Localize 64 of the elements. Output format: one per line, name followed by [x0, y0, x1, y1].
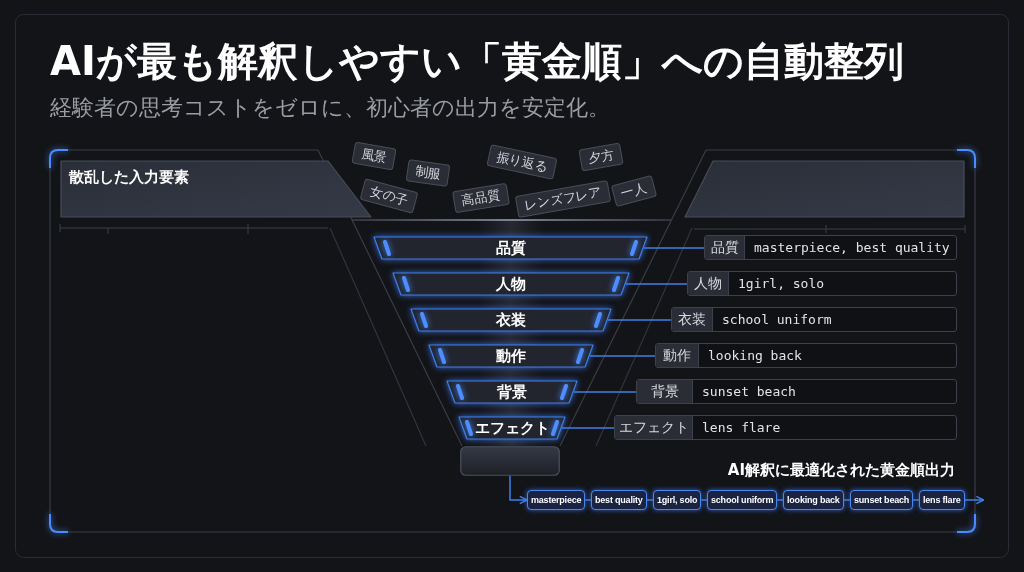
connector-line	[842, 499, 851, 501]
prompt-text: school uniform	[722, 311, 832, 329]
prompt-row	[655, 343, 957, 368]
funnel-bar	[428, 344, 594, 368]
word-tag: 振り返る	[486, 144, 558, 180]
category-tag: 品質	[705, 236, 745, 259]
word-tag: レンズフレア	[514, 180, 612, 218]
prompt-text: sunset beach	[702, 383, 796, 401]
prompt-row	[671, 307, 957, 332]
connector-line	[561, 427, 615, 429]
category-tag: 動作	[656, 344, 699, 367]
header-panel	[684, 160, 965, 218]
arrow	[509, 475, 528, 505]
category-tag: エフェクト	[615, 416, 693, 439]
category-label: 衣装	[496, 310, 526, 330]
prompt-row	[614, 415, 957, 440]
connector-line	[643, 247, 705, 249]
funnel-bar	[446, 380, 578, 404]
connector-line	[589, 355, 656, 357]
section-heading: AI解釈に最適化された黄金順出力	[727, 460, 955, 480]
output-chip: 1girl, solo	[653, 490, 702, 510]
prompt-row	[704, 235, 957, 260]
category-label: 背景	[497, 382, 527, 402]
category-label: 人物	[496, 274, 526, 294]
prompt-text: 1girl, solo	[738, 275, 825, 293]
category-tag: 衣装	[672, 308, 713, 331]
category-tag: 背景	[637, 380, 693, 403]
title: AIが最も解釈しやすい「黄金順」への自動整列	[50, 37, 904, 86]
prompt-row	[636, 379, 957, 404]
category-label: 動作	[496, 346, 526, 366]
prompt-text: masterpiece, best quality	[754, 239, 950, 257]
category-label: 品質	[495, 238, 526, 258]
funnel-bar	[392, 272, 630, 296]
word-tag: 制服	[405, 159, 451, 187]
output-chip: best quality	[591, 490, 647, 510]
connector-line	[573, 391, 637, 393]
output-chip: school uniform	[707, 490, 778, 510]
connector-line	[700, 499, 708, 501]
output-chip: masterpiece	[527, 490, 586, 510]
word-tag: 高品質	[452, 182, 510, 214]
output-chip: sunset beach	[850, 490, 914, 510]
prompt-text: lens flare	[702, 419, 781, 437]
connector-line	[584, 499, 592, 501]
word-tag: 女の子	[359, 178, 419, 214]
prompt-row	[687, 271, 957, 296]
funnel-bar	[373, 236, 648, 260]
connector-line	[625, 283, 688, 285]
word-tag: 夕方	[578, 142, 624, 172]
subtitle: 経験者の思考コストをゼロに、初心者の出力を安定化。	[50, 94, 610, 122]
connector-line	[912, 499, 920, 501]
connector-line	[607, 319, 672, 321]
output-chip: lens flare	[919, 490, 965, 510]
prompt-text: looking back	[708, 347, 802, 365]
word-tag: 風景	[351, 141, 397, 171]
category-label: エフェクト	[474, 418, 550, 438]
funnel-bar	[410, 308, 612, 332]
funnel-bar	[458, 416, 566, 440]
word-tag: 一人	[610, 174, 658, 208]
category-tag: 人物	[688, 272, 729, 295]
funnel-spout	[460, 446, 560, 476]
connector-line	[776, 499, 784, 501]
output-chip: looking back	[783, 490, 844, 510]
arrow	[963, 495, 985, 505]
connector-line	[645, 499, 654, 501]
